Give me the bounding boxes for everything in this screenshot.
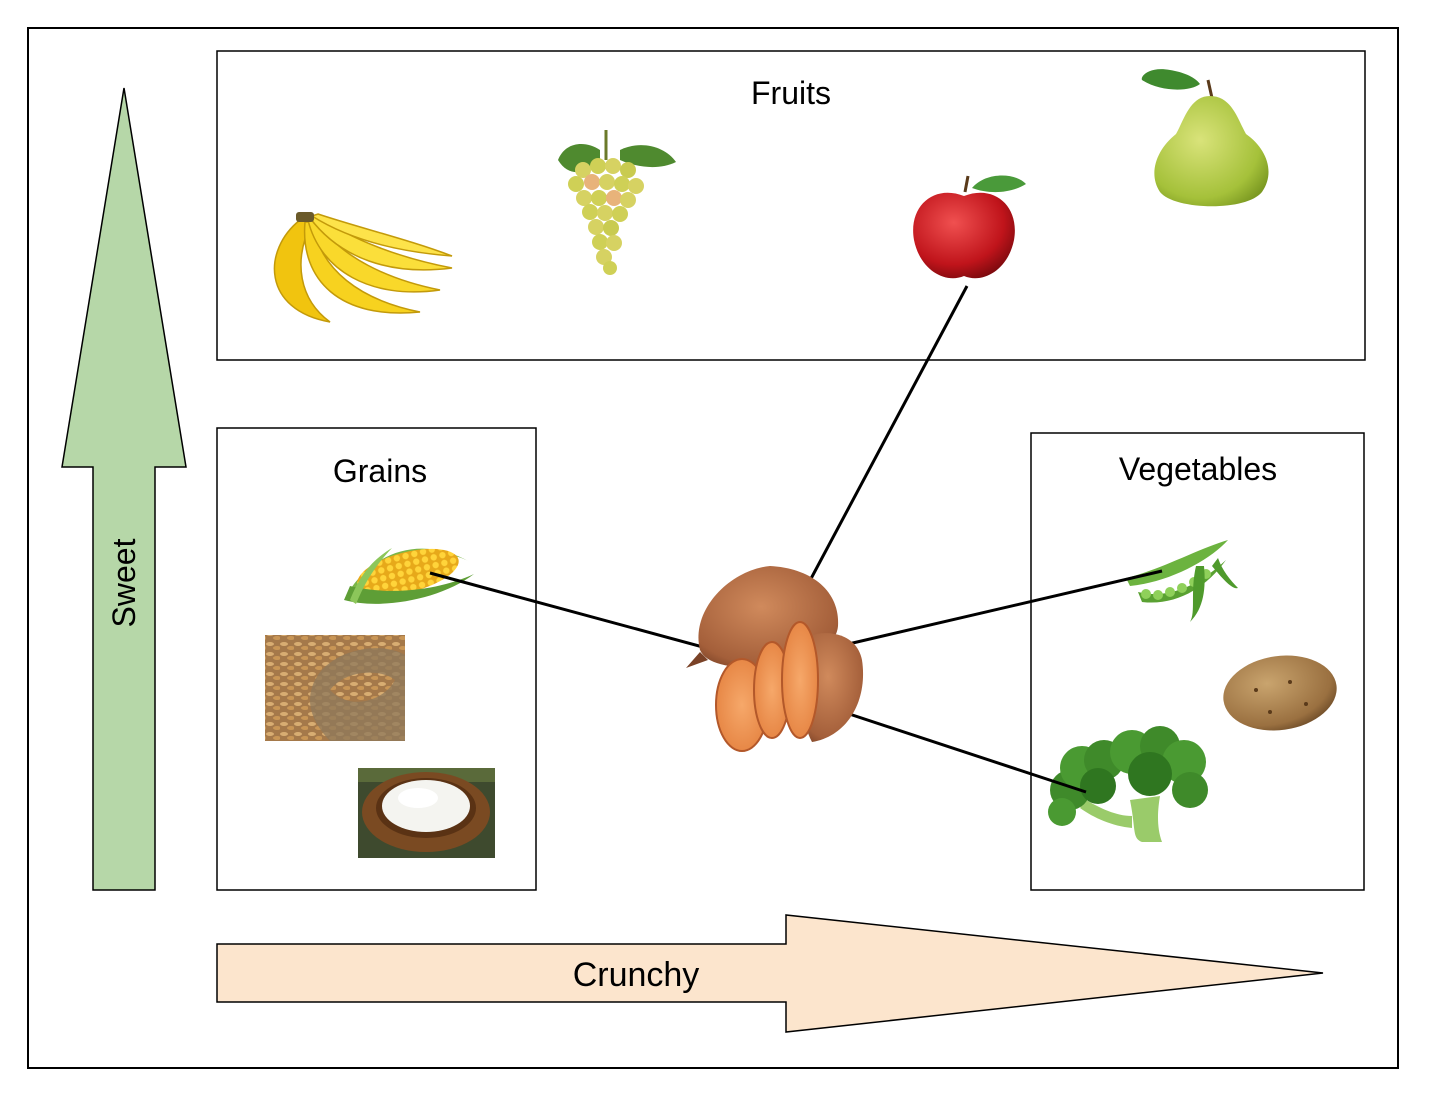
- corn-icon: [344, 548, 474, 604]
- grains-group: Grains: [216, 427, 537, 891]
- vegetables-group: Vegetables: [1030, 432, 1365, 891]
- connection-lines: [429, 285, 1163, 794]
- vegetables-box: [1030, 432, 1365, 891]
- connector-broccoli: [815, 701, 1087, 794]
- sweet-axis-arrow: Sweet: [61, 87, 187, 891]
- crunchy-arrow-shape: [216, 914, 1324, 1033]
- banana-icon: [273, 212, 453, 323]
- sweet-potato-icon: [686, 566, 864, 752]
- sweet-arrow-shape: [61, 87, 187, 891]
- pear-icon: [1141, 69, 1269, 207]
- connector-apple: [788, 285, 969, 619]
- grapes-icon: [558, 130, 676, 275]
- connector-corn: [429, 571, 737, 658]
- potato-icon: [1223, 655, 1337, 731]
- vegetables-label: Vegetables: [1119, 451, 1277, 487]
- apple-icon: [913, 175, 1026, 279]
- sweet-axis-label: Sweet: [106, 538, 142, 627]
- grains-label: Grains: [333, 453, 427, 489]
- barley-icon: [265, 635, 405, 741]
- connector-peas: [813, 569, 1163, 654]
- outer-frame: [27, 27, 1399, 1069]
- crunchy-axis-arrow: Crunchy: [216, 914, 1324, 1033]
- broccoli-icon: [1048, 726, 1208, 842]
- fruits-group: Fruits: [216, 50, 1366, 361]
- fruits-box: [216, 50, 1366, 361]
- fruits-label: Fruits: [751, 75, 831, 111]
- rice-bowl-icon: [358, 768, 495, 858]
- crunchy-axis-label: Crunchy: [573, 956, 700, 994]
- grains-box: [216, 427, 537, 891]
